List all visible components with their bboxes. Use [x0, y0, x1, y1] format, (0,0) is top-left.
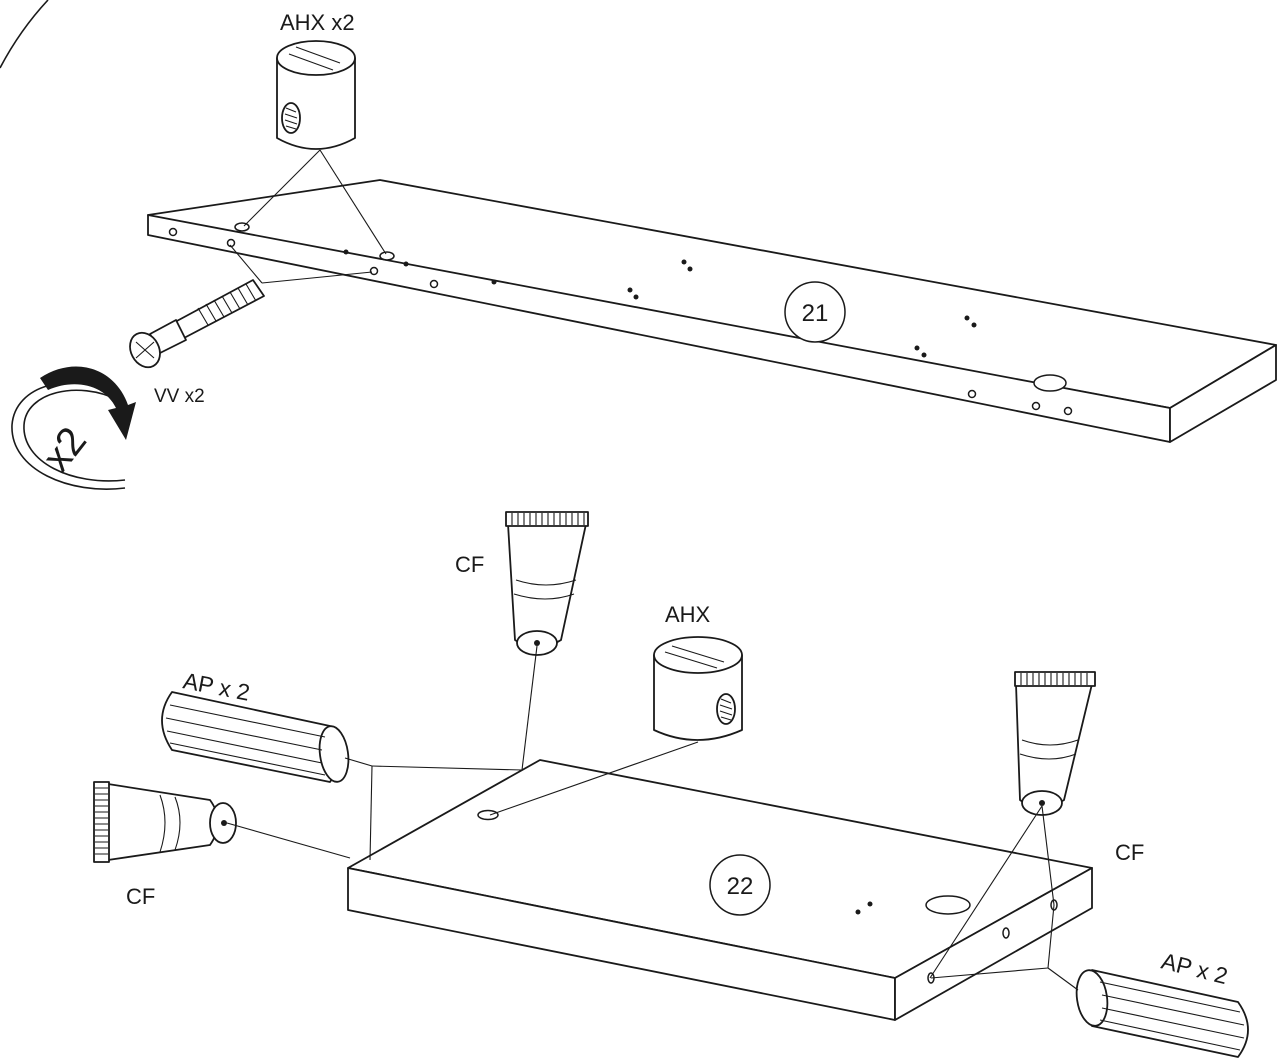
bolt-head-slots: [135, 341, 155, 359]
panel-21-dot: [971, 322, 977, 328]
panel-21-dot: [403, 261, 409, 267]
dowel-grooves: [1099, 981, 1245, 1051]
cam-top: [276, 40, 356, 76]
cam-slot: [288, 46, 341, 71]
label-cf-left: CF: [126, 884, 155, 909]
panel-21-dot: [921, 352, 927, 358]
panel-21-top-hole: [234, 222, 250, 232]
tube-crimp-ridges: [1020, 673, 1088, 685]
rotate-arrow-icon: [11, 366, 136, 490]
panel-22: 22: [347, 759, 1093, 1021]
leader-line: [929, 805, 1043, 979]
panel-22-end-face: [894, 867, 1093, 1021]
panel-21-edge-hole: [369, 266, 379, 276]
tube-tip: [1039, 800, 1045, 806]
glue-tube-cf-top: [505, 511, 589, 771]
panel-21-number: 21: [802, 300, 829, 327]
panel-21-dot: [964, 315, 970, 321]
panel-21-edge-hole: [429, 279, 439, 289]
cam-thread: [284, 107, 298, 130]
connector-bolt-vv-x2: [129, 244, 373, 369]
leader-line: [371, 765, 523, 771]
tube-tip: [221, 820, 227, 826]
leader-line: [930, 967, 1049, 979]
panel-21-edge-hole: [1063, 406, 1073, 416]
panel-21-large-hole: [1033, 374, 1067, 392]
corner-mark: [0, 0, 49, 69]
rotate-arrow-head: [40, 366, 136, 440]
tube-body: [107, 783, 219, 861]
leader-line: [226, 822, 351, 859]
leader-line: [369, 765, 373, 861]
dowel-ap-x2-left: [161, 691, 523, 861]
panel-21-edge-hole: [1031, 401, 1041, 411]
leader-line: [243, 149, 321, 227]
label-ap-x2-right: AP x 2: [1159, 948, 1231, 990]
panel-22-dot: [855, 909, 861, 915]
label-ahx-x2: AHX x2: [280, 10, 355, 35]
panel-21-end-face: [1169, 344, 1277, 443]
tube-crimp-ridges: [95, 787, 108, 855]
dowel-body: [161, 691, 340, 783]
bolt-thread: [197, 283, 257, 326]
leader-line: [489, 741, 699, 816]
label-cf-right: CF: [1115, 840, 1144, 865]
panel-22-number-badge: [709, 854, 771, 916]
panel-21-dot: [633, 294, 639, 300]
panel-22-dot: [867, 901, 873, 907]
cam-threaded-hole: [281, 102, 301, 134]
tube-bands: [513, 579, 577, 600]
leader-line: [261, 271, 373, 284]
rotate-arrow-back-inner: [23, 389, 126, 482]
tube-tip: [534, 640, 540, 646]
tube-body: [507, 523, 587, 649]
leader-line: [1047, 904, 1055, 969]
panel-21-dot: [914, 345, 920, 351]
label-cf-top: CF: [455, 552, 484, 577]
leader-line: [1041, 805, 1055, 906]
panel-22-number: 22: [727, 873, 754, 900]
panel-21: 21: [147, 179, 1277, 443]
leader-line: [521, 645, 538, 771]
label-rotate-x2: x2: [34, 419, 95, 479]
leader-line: [229, 244, 263, 284]
cam-slot: [664, 645, 725, 669]
panel-21-dot: [687, 266, 693, 272]
tube-bands: [159, 794, 181, 853]
panel-21-dot: [343, 249, 349, 255]
panel-21-dot: [491, 279, 497, 285]
tube-body: [1015, 683, 1093, 809]
cam-thread: [719, 698, 733, 721]
panel-22-top-hole: [477, 809, 499, 821]
panel-21-number-badge: [784, 281, 846, 343]
leader-line: [319, 149, 387, 255]
cam-fitting-ahx: [489, 636, 743, 816]
panel-22-edge-hole: [1002, 927, 1010, 939]
glue-tube-cf-right: [929, 671, 1096, 979]
label-vv-x2: VV x2: [154, 386, 205, 407]
panel-21-top-hole: [379, 251, 395, 261]
glue-tube-cf-left: [93, 781, 351, 863]
dowel-ap-x2-right: [930, 904, 1249, 1058]
panel-22-large-hole: [925, 895, 971, 915]
label-ahx: AHX: [665, 602, 711, 627]
cam-threaded-hole: [716, 693, 736, 725]
panel-21-top-face: [147, 179, 1277, 409]
leader-line: [1047, 967, 1079, 991]
tube-crimp-ridges: [511, 513, 585, 525]
panel-21-dot: [627, 287, 633, 293]
cam-fitting-ahx-x2: [243, 40, 387, 255]
tube-crimp: [505, 511, 589, 527]
leader-line: [344, 757, 373, 767]
panel-21-dot: [681, 259, 687, 265]
tube-bands: [1019, 739, 1079, 760]
dowel-end: [318, 725, 350, 783]
cam-top: [653, 636, 743, 674]
panel-21-edge-hole: [967, 389, 977, 399]
dowel-grooves: [165, 704, 326, 776]
panel-21-edge-hole: [168, 227, 178, 237]
